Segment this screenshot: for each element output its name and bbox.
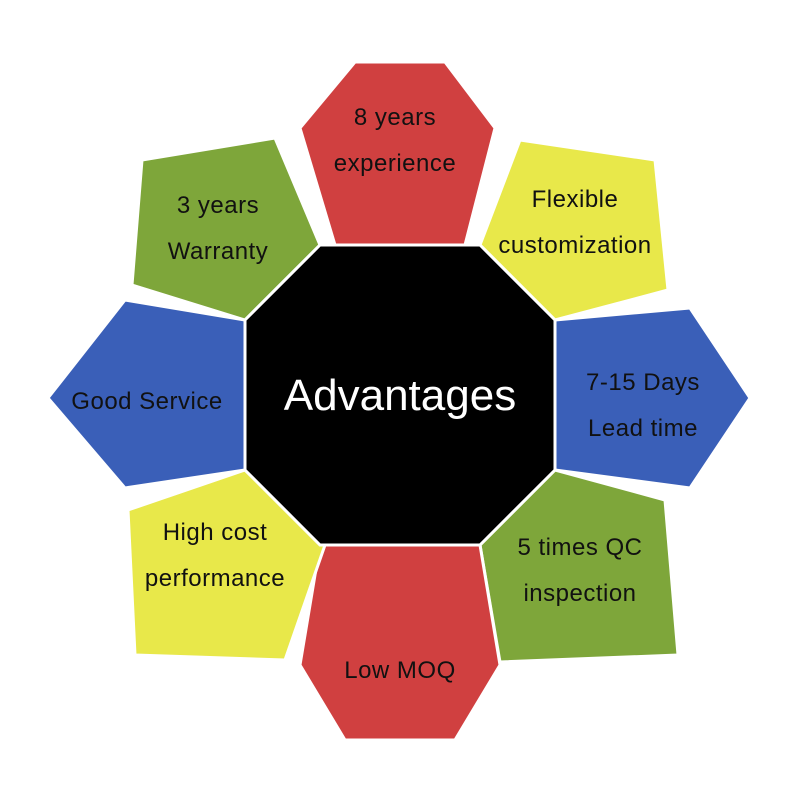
- petal-label-experience-line-1: 8 years: [354, 104, 436, 131]
- petal-experience: 8 years experience: [298, 60, 497, 247]
- petal-label-warranty-line-1: 3 years: [177, 192, 259, 219]
- petal-label-low-moq-line-1: Low MOQ: [344, 657, 456, 684]
- petal-label-lead-time-line-2: Lead time: [588, 415, 698, 442]
- petal-shape-lead-time: [553, 306, 752, 490]
- petal-label-cost-performance-line-2: performance: [145, 565, 285, 592]
- petal-qc-inspection: 5 times QC inspection: [478, 468, 680, 664]
- petal-good-service: Good Service: [46, 298, 247, 490]
- petal-label-warranty-line-2: Warranty: [168, 238, 268, 265]
- petal-label-experience-line-2: experience: [334, 150, 456, 177]
- petal-shape-low-moq: [298, 543, 502, 742]
- center-label: Advantages: [284, 371, 516, 420]
- petal-label-customization-line-2: customization: [498, 232, 651, 259]
- petal-label-customization-line-1: Flexible: [532, 186, 619, 213]
- petal-label-qc-inspection-line-2: inspection: [523, 580, 636, 607]
- center-octagon: [243, 243, 557, 547]
- petal-label-good-service-line-1: Good Service: [71, 388, 222, 415]
- petal-low-moq: Low MOQ: [298, 543, 502, 742]
- petal-cost-performance: High cost performance: [126, 468, 327, 662]
- petal-label-lead-time-line-1: 7-15 Days: [586, 369, 700, 396]
- petal-label-cost-performance-line-1: High cost: [163, 519, 268, 546]
- petal-label-qc-inspection-line-1: 5 times QC: [517, 534, 642, 561]
